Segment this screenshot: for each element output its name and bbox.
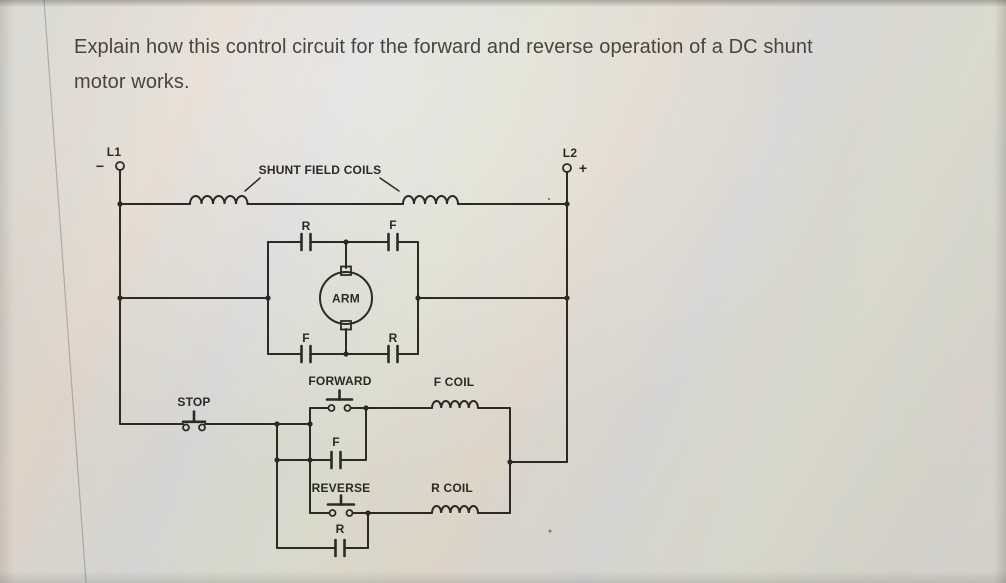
armature-label: ARM <box>332 292 360 306</box>
l1-polarity-sign: − <box>96 158 104 174</box>
f-holding-contact-symbol: F <box>330 435 342 470</box>
l1-terminal-node <box>115 161 125 171</box>
l2-polarity-sign: + <box>579 160 587 176</box>
r-holding-contact-symbol: R <box>334 522 346 558</box>
junction-dots <box>117 201 570 516</box>
r-coil-label: R COIL <box>431 481 473 495</box>
contact-label: F <box>302 331 310 345</box>
shunt-field-coil-1-symbol <box>189 195 249 205</box>
reverse-label: REVERSE <box>312 481 371 495</box>
contact-label: R <box>302 219 311 233</box>
l1-terminal: L1 − <box>96 145 125 174</box>
f-coil-label: F COIL <box>434 375 475 389</box>
armature-symbol: ARM <box>319 265 373 331</box>
page-crease <box>43 0 87 583</box>
l2-terminal: L2 + <box>562 146 587 176</box>
l1-label: L1 <box>107 145 122 159</box>
f-holding-label: F <box>332 435 340 449</box>
photo-artifact <box>548 529 552 533</box>
shunt-field-coils: SHUNT FIELD COILS <box>189 163 459 205</box>
bridge-contact-top-right-F: F <box>387 218 399 252</box>
question-text: Explain how this control circuit for the… <box>74 30 944 100</box>
r-coil-symbol: R COIL <box>431 481 479 514</box>
r-holding-label: R <box>336 522 345 536</box>
contact-label: F <box>389 218 397 232</box>
photo-artifact <box>547 197 551 201</box>
shunt-field-coils-label: SHUNT FIELD COILS <box>259 163 382 177</box>
question-line-2: motor works. <box>74 71 190 93</box>
stop-label: STOP <box>177 395 210 409</box>
armature-circle <box>319 271 373 325</box>
reverse-pushbutton-symbol: REVERSE <box>312 481 371 517</box>
bridge-contact-bottom-right-R: R <box>387 331 399 364</box>
armature-brush-bottom <box>340 320 352 331</box>
f-coil-symbol: F COIL <box>431 375 479 409</box>
bridge-contact-top-left-R: R <box>300 219 312 252</box>
contact-label: R <box>389 331 398 345</box>
label-pointer-left <box>244 177 261 192</box>
question-line-1: Explain how this control circuit for the… <box>74 36 813 58</box>
bridge-contact-bottom-left-F: F <box>300 331 312 364</box>
l2-label: L2 <box>563 146 578 160</box>
shunt-field-coil-2-symbol <box>402 195 459 205</box>
forward-pushbutton-symbol: FORWARD <box>308 374 372 412</box>
armature-brush-top <box>340 265 352 276</box>
forward-label: FORWARD <box>308 374 371 388</box>
stop-pushbutton-symbol: STOP <box>177 395 210 432</box>
label-pointer-right <box>379 177 400 192</box>
l2-terminal-node <box>562 163 572 173</box>
